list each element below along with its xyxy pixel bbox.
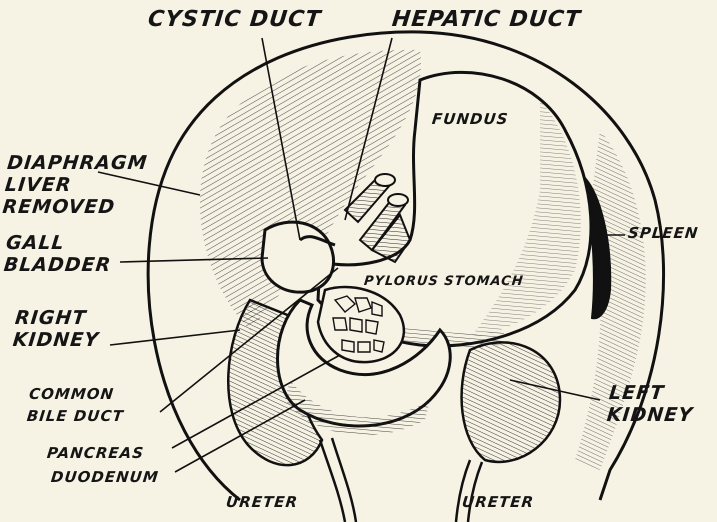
label-diaphragm-line3: REMOVED — [2, 196, 145, 218]
label-left-kidney-line2: KIDNEY — [606, 404, 695, 426]
label-gall-bladder-line2: BLADDER — [3, 254, 113, 276]
label-right-kidney: RIGHT KIDNEY — [12, 307, 103, 351]
label-common-bile-duct-line1: COMMON — [28, 383, 127, 405]
label-cystic-duct: CYSTIC DUCT — [147, 8, 323, 32]
label-ureter-right: URETER — [461, 495, 535, 510]
label-common-bile-duct-line2: BILE DUCT — [26, 405, 125, 427]
ureter-left-shape — [320, 438, 356, 522]
leader-right-kidney — [110, 330, 240, 345]
label-pancreas: PANCREAS — [46, 446, 145, 461]
left-kidney-shape — [462, 342, 560, 462]
label-right-kidney-line2: KIDNEY — [12, 329, 101, 351]
label-hepatic-duct: HEPATIC DUCT — [391, 8, 582, 32]
label-right-kidney-line1: RIGHT — [14, 307, 103, 329]
label-fundus: FUNDUS — [431, 112, 509, 127]
label-duodenum: DUODENUM — [50, 470, 159, 485]
gall-bladder-shape — [262, 222, 334, 292]
label-common-bile-duct: COMMON BILE DUCT — [26, 383, 128, 427]
label-diaphragm-line1: DIAPHRAGM — [6, 152, 149, 174]
label-diaphragm-liver-removed: DIAPHRAGM LIVER REMOVED — [2, 152, 149, 218]
label-left-kidney: LEFT KIDNEY — [606, 382, 697, 426]
label-left-kidney-line1: LEFT — [608, 382, 697, 404]
ureter-right-shape — [456, 460, 482, 522]
label-diaphragm-line2: LIVER — [4, 174, 147, 196]
label-spleen: SPLEEN — [627, 226, 699, 241]
label-gall-bladder-line1: GALL — [5, 232, 115, 254]
label-gall-bladder: GALL BLADDER — [3, 232, 115, 276]
label-pylorus-stomach: PYLORUS STOMACH — [363, 275, 524, 288]
label-ureter-left: URETER — [225, 495, 299, 510]
